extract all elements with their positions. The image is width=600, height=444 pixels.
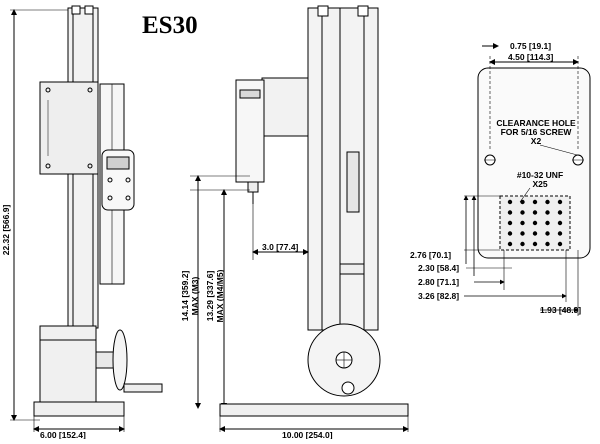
threaded-hole-grid [507,199,563,247]
threaded-hole [532,199,538,205]
dim-193-label: 1.93 [48.9] [540,305,581,315]
threaded-hole [507,210,513,215]
dim-450-label: 4.50 [114.3] [508,52,554,62]
dim-075-label: 0.75 [19.1] [510,41,551,51]
threaded-hole [520,231,525,236]
dim-276-label: 2.76 [70.1] [410,250,451,260]
thread-label-line2: X25 [532,179,547,189]
max-m3-label-line1: 14.14 [359.2] [180,271,190,322]
max-m4m5-label-line1: 13.29 [337.6] [205,271,215,322]
dim-326-label: 3.26 [82.8] [418,291,459,301]
threaded-hole [532,220,538,226]
threaded-hole [507,231,513,236]
threaded-hole [545,199,550,205]
threaded-hole [545,220,550,226]
max-m4m5-label-line2: MAX (M4/M5) [215,269,225,322]
threaded-hole [520,220,525,226]
dim-280-label: 2.80 [71.1] [418,277,459,287]
drawing-title: ES30 [142,12,198,39]
thread-label-line1: #10-32 UNF [517,170,563,180]
clearance-label-line3: X2 [531,136,542,146]
clearance-label-line2: FOR 5/16 SCREW [501,127,573,137]
threaded-hole [520,210,525,215]
threaded-hole [532,241,538,247]
mounting-plate-view [463,43,591,316]
dim-230-label: 2.30 [58.4] [418,263,459,273]
threaded-hole [557,199,563,205]
threaded-hole [557,210,563,215]
threaded-hole [507,241,513,247]
side-view [10,5,163,432]
threaded-hole [545,210,550,215]
threaded-hole [532,231,538,236]
threaded-hole [557,231,563,236]
max-m3-label-line2: MAX (M3) [190,276,200,315]
threaded-hole [545,241,550,247]
clearance-label-line1: CLEARANCE HOLE [496,118,576,128]
front-base-width-label: 10.00 [254.0] [282,430,333,439]
throat-depth-label: 3.0 [77.4] [262,242,299,252]
front-view [190,5,409,432]
threaded-hole [557,220,563,226]
threaded-hole [532,210,538,215]
threaded-hole [507,220,513,226]
threaded-hole [545,231,550,236]
threaded-hole [520,199,525,205]
threaded-hole [507,199,513,205]
overall-height-label: 22.32 [566.9] [1,205,11,256]
threaded-hole [520,241,525,247]
threaded-hole [557,241,563,247]
side-base-width-label: 6.00 [152.4] [40,430,86,439]
